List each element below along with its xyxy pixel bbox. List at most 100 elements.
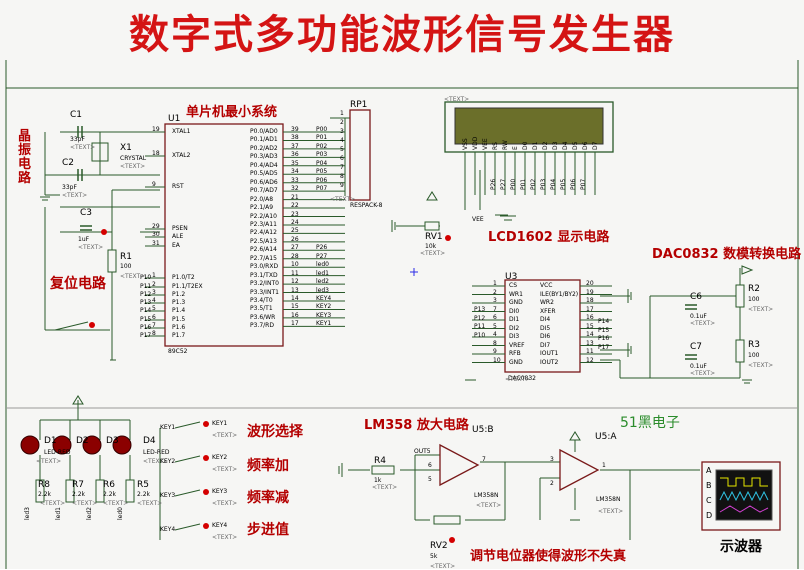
u1-net-label: KEY2 [316, 303, 332, 311]
u1-net-label: P05 [316, 168, 328, 176]
u5b-designator: U5:B [472, 425, 494, 435]
u3-pin-number: 14 [586, 331, 594, 338]
text-placeholder-tag: <TEXT> [476, 502, 502, 509]
u1-net-label: led2 [316, 278, 329, 286]
led-net-label: led3 [24, 507, 31, 520]
r7-value: 2.2k [72, 491, 86, 498]
lcd-net-label: P05 [560, 178, 567, 190]
out5-net: OUT5 [414, 448, 431, 455]
u1-left-net-label: P13 [140, 299, 152, 306]
rv1-designator: RV1 [425, 232, 443, 242]
u1-pin-number: 32 [291, 185, 299, 193]
u3-pin-name: DI7 [540, 341, 551, 349]
u1-pin-number: 38 [291, 134, 299, 142]
text-placeholder-tag: <TEXT> [120, 273, 146, 280]
u1-pin-name: P3.2/INT0 [250, 280, 279, 288]
u3-pin-number: 1 [493, 280, 497, 287]
reset-section-label: 复位电路 [50, 276, 106, 292]
u3-pin-number: 20 [586, 280, 594, 287]
u3-pin-number: 15 [586, 322, 594, 330]
d2-designator: D2 [76, 436, 89, 446]
d1-designator: D1 [44, 436, 57, 446]
u1-pin-name: P2.0/A8 [250, 195, 274, 203]
u1-pin-name: P2.4/A12 [250, 229, 277, 237]
r2-value: 100 [748, 296, 760, 303]
u1-net-label: KEY3 [316, 311, 332, 319]
u1-left-net-label: P17 [140, 332, 152, 339]
text-placeholder-tag: <TEXT> [62, 192, 88, 199]
c3-designator: C3 [80, 208, 93, 218]
u1-pin-name: P0.3/AD3 [250, 153, 278, 161]
u1-pin-number: 3 [152, 289, 156, 296]
u1-net-label: P02 [316, 142, 328, 150]
lcd-pin-name: D5 [572, 141, 579, 150]
c7-designator: C7 [690, 342, 703, 352]
u1-pin-name: XTAL1 [172, 128, 191, 135]
u1-pin-name: P1.7 [172, 332, 186, 339]
rv2-designator: RV2 [430, 541, 448, 551]
u3-pin-number: 18 [586, 297, 594, 304]
lcd-pin-name: D7 [592, 141, 599, 150]
u1-pin-name: P3.7/RD [250, 322, 274, 330]
u1-net-label: P00 [316, 126, 328, 133]
text-placeholder-tag: <TEXT> [420, 250, 446, 257]
lcd-net-label: P03 [540, 178, 547, 190]
u3-pin-number: 13 [586, 339, 594, 347]
d3-designator: D3 [106, 436, 119, 446]
x1-value: CRYSTAL [120, 155, 147, 162]
lcd-pin-name: VEE [482, 138, 489, 150]
u1-net-label: P07 [316, 185, 328, 193]
lcd-pin-name: RS [492, 142, 499, 150]
u1-pin-number: 39 [291, 126, 299, 133]
u1-pin-name: P0.6/AD6 [250, 178, 278, 186]
u3-pin-number: 9 [493, 348, 497, 355]
u1-pin-number: 10 [291, 261, 299, 269]
u1-pin-name: P1.1/T2EX [172, 283, 203, 290]
u1-pin-number: 37 [291, 142, 299, 150]
u1-pin-number: 22 [291, 202, 299, 210]
text-placeholder-tag: <TEXT> [748, 362, 774, 369]
u3-pin-name: RFB [509, 350, 521, 357]
scope-port-label: C [706, 496, 712, 505]
u3-pin-number: 10 [493, 356, 501, 364]
u1-pin-name: P3.0/RXD [250, 263, 279, 271]
u1-pin-number: 33 [291, 176, 299, 184]
u1-pin-number: 11 [291, 269, 299, 277]
u3-pin-name: WR2 [540, 299, 554, 306]
u1-pin-number: 17 [291, 320, 299, 328]
u3-left-net-label: P10 [474, 331, 486, 339]
u3-pin-number: 16 [586, 314, 594, 321]
r5-designator: R5 [137, 480, 149, 490]
amp-pin-number: 3 [550, 456, 554, 463]
text-placeholder-tag: <TEXT> [120, 163, 146, 170]
r2-designator: R2 [748, 284, 760, 294]
u1-pin-number: 30 [152, 231, 160, 238]
c6-designator: C6 [690, 292, 703, 302]
u5a-designator: U5:A [595, 432, 617, 442]
text-placeholder-tag: <TEXT> [72, 500, 98, 507]
rp1-pin-number: 6 [340, 155, 344, 162]
u1-pin-number: 6 [152, 314, 156, 321]
u1-pin-name: EA [172, 242, 180, 249]
text-placeholder-tag: <TEXT> [598, 508, 624, 515]
u3-pin-name: DI0 [509, 307, 520, 315]
key-net-label: KEY2 [160, 458, 176, 465]
u1-net-label: P03 [316, 151, 328, 159]
u1-net-label: KEY4 [316, 295, 332, 302]
u3-pin-number: 8 [493, 339, 497, 347]
u1-pin-name: P3.5/T1 [250, 305, 273, 313]
u1-net-label: led3 [316, 286, 329, 294]
lcd-section-label: LCD1602 显示电路 [488, 230, 610, 245]
u1-pin-name: P1.4 [172, 307, 186, 314]
u3-designator: U3 [505, 272, 518, 282]
u3-pin-number: 7 [493, 305, 497, 313]
u3-pin-name: IOUT1 [540, 350, 559, 357]
u1-pin-number: 2 [152, 281, 156, 288]
u1-value: 89C52 [168, 348, 188, 355]
u1-net-label: KEY1 [316, 320, 332, 328]
r3-value: 100 [748, 352, 760, 359]
key-net-label: KEY3 [160, 492, 176, 499]
dac-section-label: DAC0832 数模转换电路 [652, 247, 802, 262]
u1-pin-name: P2.3/A11 [250, 220, 277, 228]
